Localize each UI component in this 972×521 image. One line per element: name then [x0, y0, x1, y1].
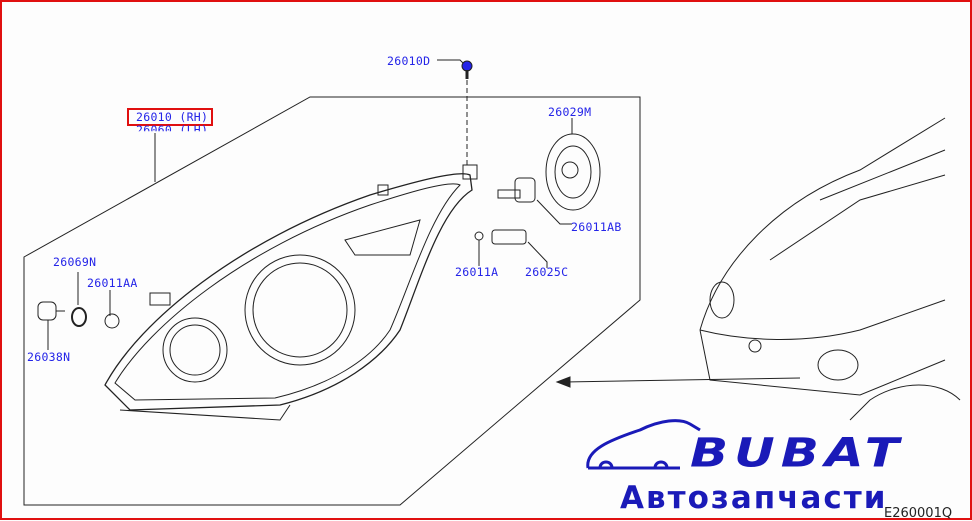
bolt-icon — [461, 60, 473, 79]
main-bulb-icon — [497, 177, 536, 203]
small-bulb-icon — [474, 231, 484, 241]
vehicle-icon — [699, 117, 961, 421]
label-26069n[interactable]: 26069N — [53, 255, 97, 269]
side-socket-icon — [37, 301, 65, 321]
side-bulb-icon — [104, 313, 120, 329]
small-socket-icon — [491, 229, 527, 245]
label-26060-lh[interactable]: 26060 (LH) — [136, 123, 209, 137]
headlamp-icon — [104, 164, 478, 421]
socket-cover-icon — [545, 133, 601, 211]
selected-part-highlight — [127, 108, 213, 126]
label-26038n[interactable]: 26038N — [27, 350, 71, 364]
logo-subtitle: Автозапчасти — [620, 480, 888, 516]
exploded-view-panel — [23, 96, 641, 506]
diagram-code: E260001Q — [884, 506, 953, 521]
label-26025c[interactable]: 26025C — [525, 265, 569, 279]
label-26010-rh[interactable]: 26010 (RH) — [136, 110, 209, 124]
label-26011a[interactable]: 26011A — [455, 265, 499, 279]
gasket-icon — [71, 307, 87, 327]
logo-car-icon — [586, 419, 701, 470]
label-26010d[interactable]: 26010D — [387, 54, 431, 68]
label-26011aa[interactable]: 26011AA — [87, 276, 138, 290]
label-26029m[interactable]: 26029M — [548, 105, 592, 119]
label-26011ab[interactable]: 26011AB — [571, 220, 622, 234]
logo-brand: BUBAT — [690, 429, 905, 477]
direction-arrow — [555, 376, 801, 388]
